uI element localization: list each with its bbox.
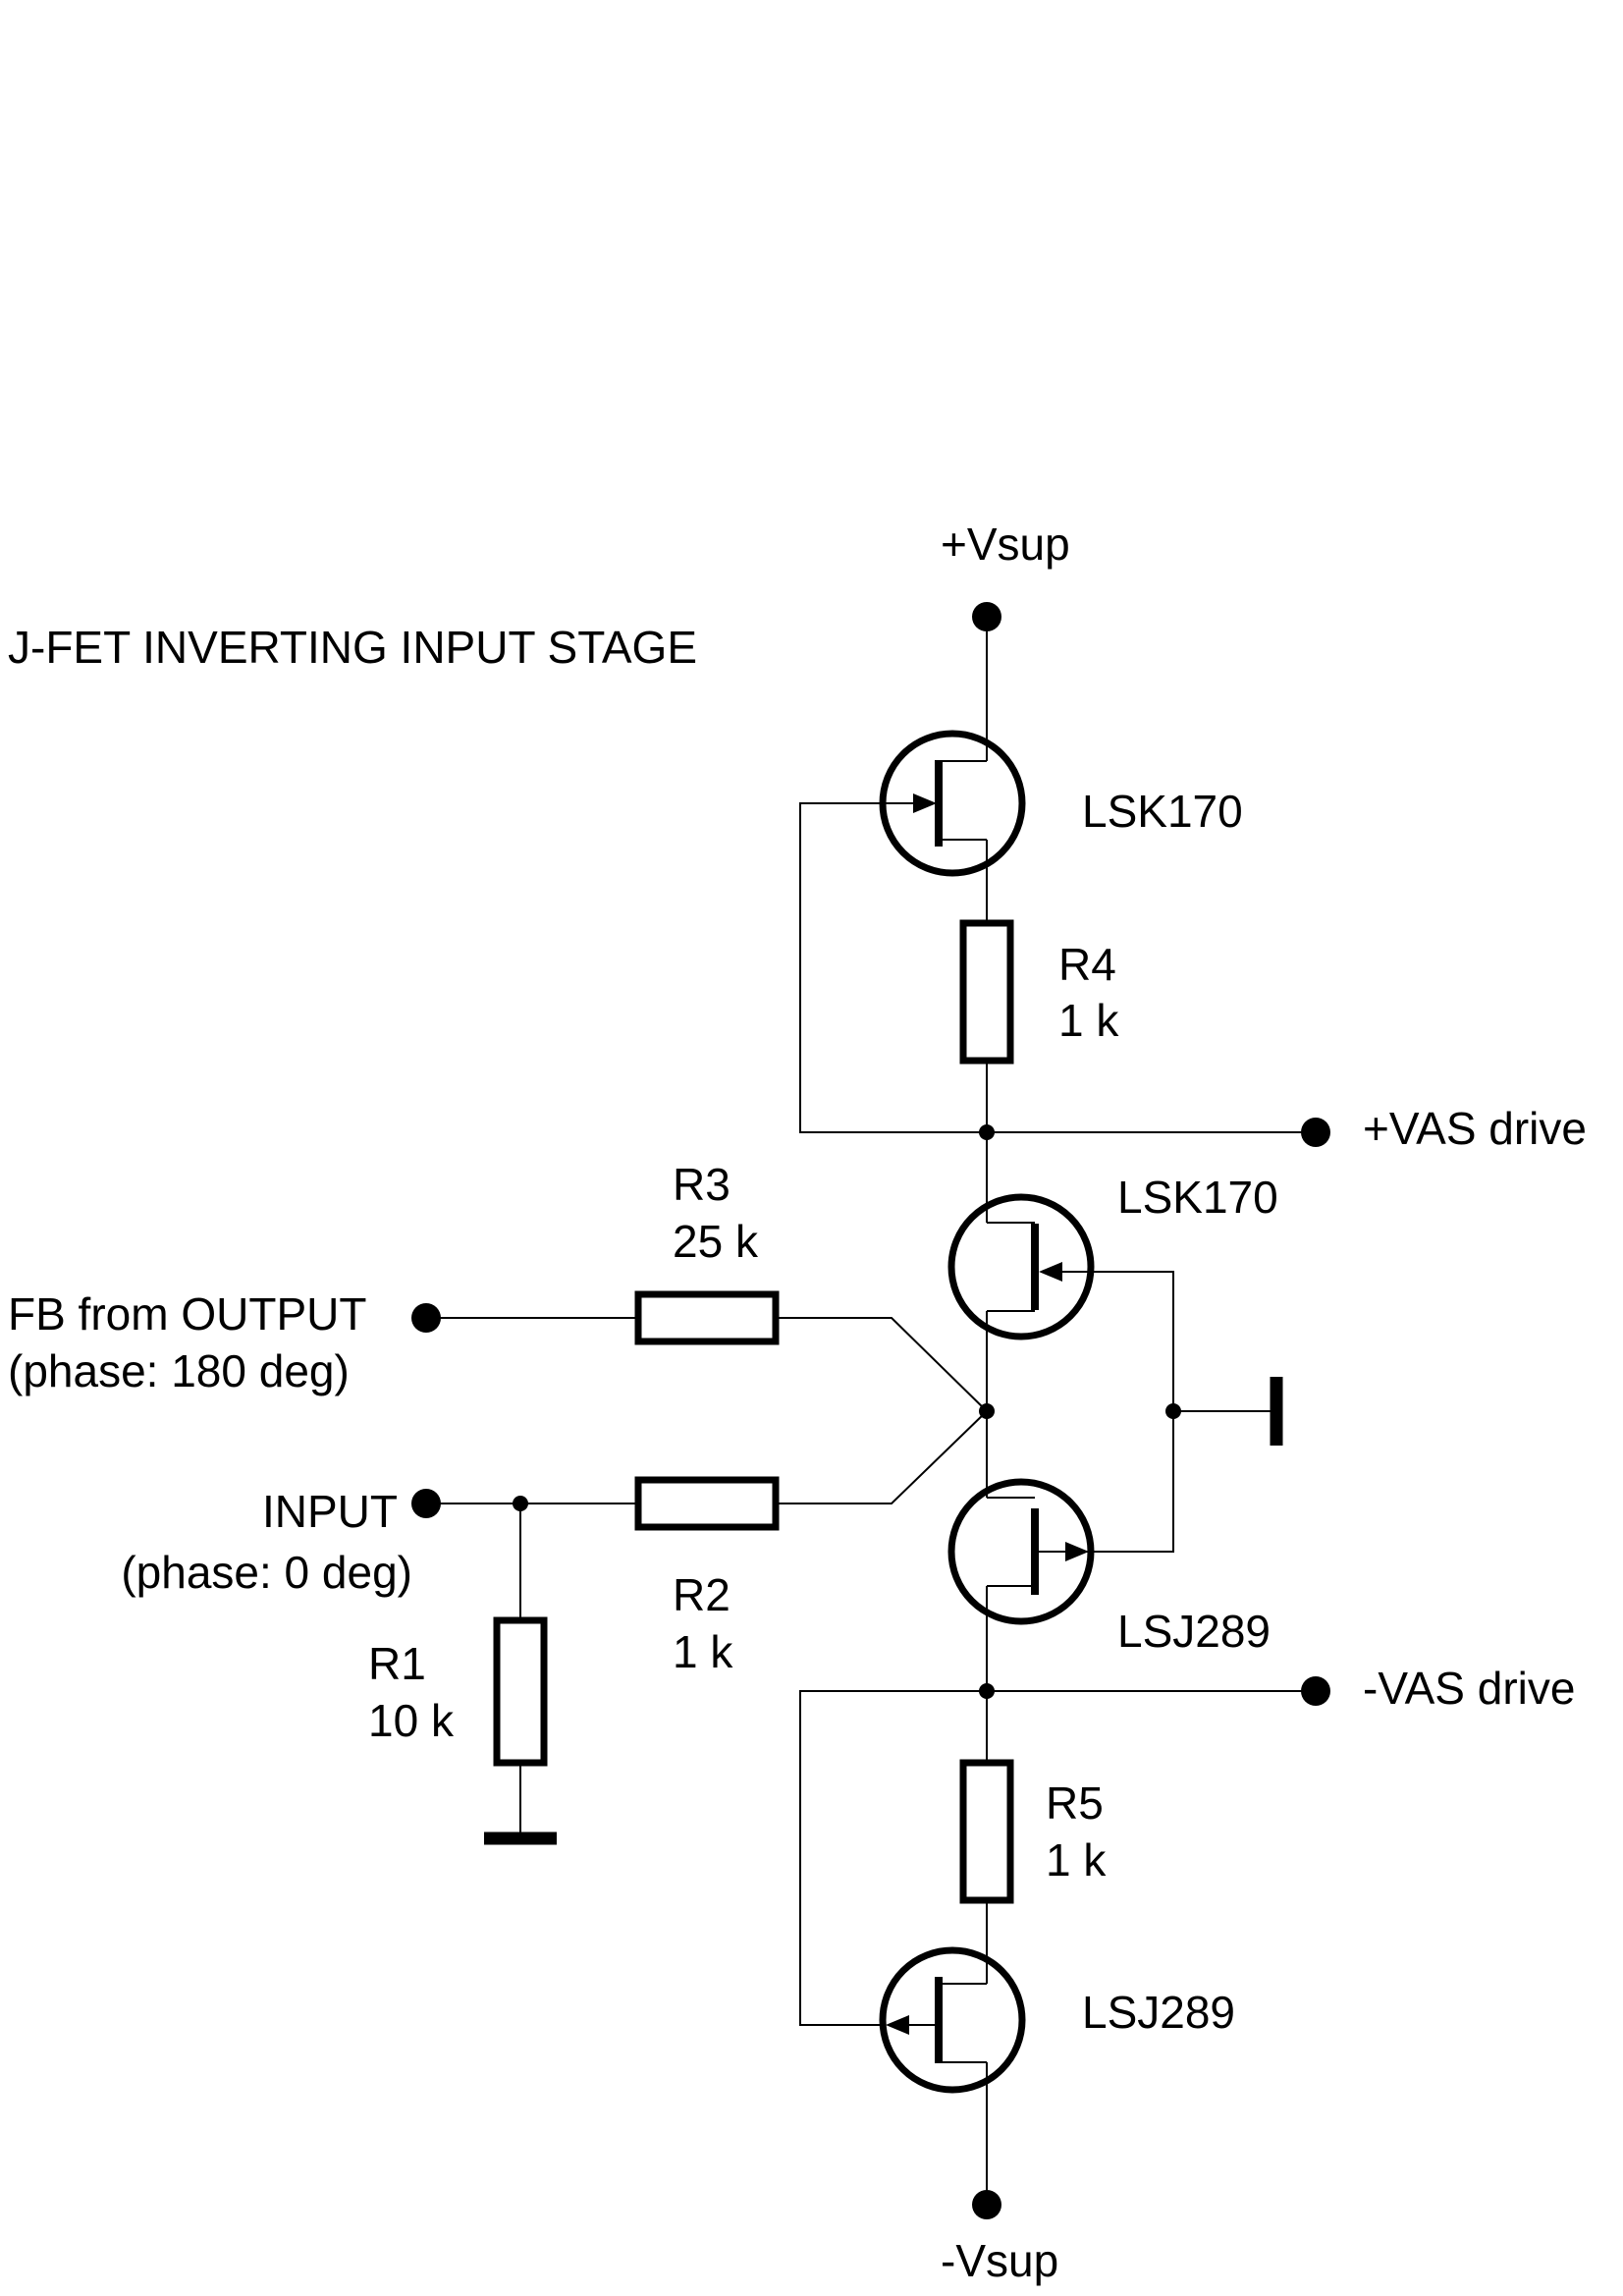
fb-terminal[interactable] — [411, 1303, 441, 1333]
junction-node — [513, 1496, 528, 1511]
r1-value: 10 k — [368, 1695, 455, 1746]
fb-phase-label: (phase: 180 deg) — [8, 1345, 350, 1396]
r3-name: R3 — [673, 1159, 730, 1210]
junction-node — [1165, 1403, 1181, 1419]
r5-value: 1 k — [1046, 1834, 1107, 1886]
q1-label: LSK170 — [1082, 786, 1243, 837]
fb-label: FB from OUTPUT — [8, 1288, 366, 1339]
r5-resistor — [959, 1759, 1014, 1904]
vsup-pos-label: +Vsup — [941, 519, 1070, 570]
vas-pos-terminal[interactable] — [1301, 1118, 1330, 1147]
r2-resistor — [634, 1476, 780, 1531]
junction-node — [979, 1403, 995, 1419]
junction-node — [979, 1683, 995, 1699]
r2-value: 1 k — [673, 1626, 733, 1677]
q2-jfet-symbol — [947, 1193, 1095, 1340]
r4-name: R4 — [1058, 939, 1116, 990]
input-phase-label: (phase: 0 deg) — [121, 1547, 412, 1598]
q1-jfet-symbol — [879, 730, 1026, 877]
r1-name: R1 — [368, 1638, 426, 1689]
input-terminal[interactable] — [411, 1489, 441, 1518]
vas-neg-label: -VAS drive — [1363, 1663, 1575, 1714]
r3-resistor — [634, 1290, 780, 1345]
r5-name: R5 — [1046, 1777, 1104, 1829]
r2-name: R2 — [673, 1569, 730, 1620]
q2-label: LSK170 — [1117, 1172, 1278, 1223]
r4-value: 1 k — [1058, 995, 1119, 1046]
vsup-neg-label: -Vsup — [941, 2235, 1058, 2286]
r3-value: 25 k — [673, 1216, 759, 1267]
junction-node — [979, 1124, 995, 1140]
r1-resistor — [493, 1616, 548, 1767]
diagram-title: J-FET INVERTING INPUT STAGE — [8, 622, 697, 673]
q4-label: LSJ289 — [1082, 1987, 1235, 2038]
q3-jfet-symbol — [947, 1478, 1095, 1625]
main-wires — [426, 617, 1316, 2205]
q3-label: LSJ289 — [1117, 1606, 1271, 1657]
vas-pos-label: +VAS drive — [1363, 1103, 1587, 1154]
vas-neg-terminal[interactable] — [1301, 1676, 1330, 1706]
q4-jfet-symbol — [879, 1946, 1026, 2094]
r4-resistor — [959, 919, 1014, 1065]
input-label: INPUT — [262, 1486, 398, 1537]
